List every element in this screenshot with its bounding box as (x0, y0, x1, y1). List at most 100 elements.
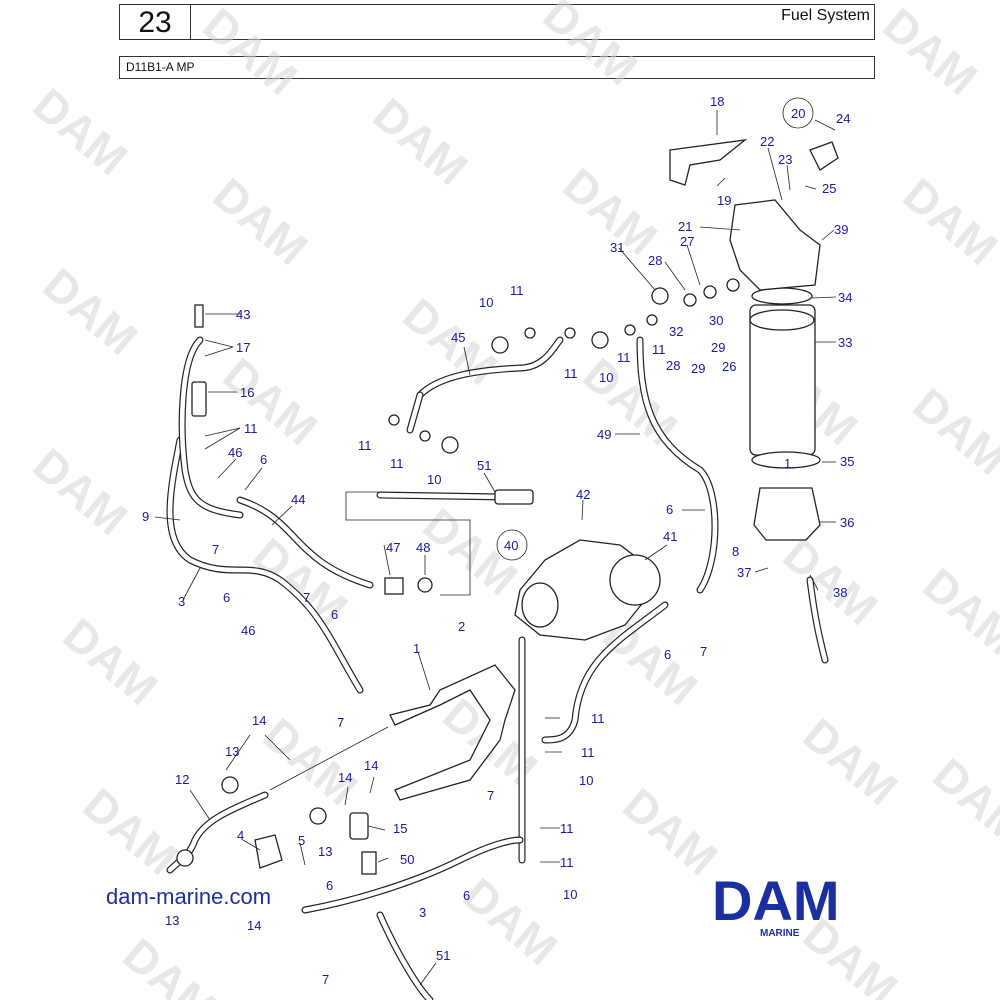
callout-label-28: 28 (648, 253, 662, 268)
callout-label-26: 26 (722, 359, 736, 374)
adapter-16 (191, 381, 207, 417)
callout-label-3: 3 (178, 594, 185, 609)
bolt-13c (176, 849, 194, 867)
callout-label-11: 11 (617, 350, 631, 365)
watermark: DAM (364, 88, 478, 195)
callout-label-17: 17 (236, 340, 250, 355)
callout-label-2: 2 (458, 619, 465, 634)
model-code: D11B1-A MP (126, 60, 195, 74)
callout-label-10: 10 (579, 773, 593, 788)
callout-label-7: 7 (322, 972, 329, 987)
callout-label-29: 29 (691, 361, 705, 376)
watermark: DAM (774, 528, 888, 635)
callout-label-44: 44 (291, 492, 305, 507)
watermark: DAM (214, 348, 328, 455)
callout-label-39: 39 (834, 222, 848, 237)
callout-label-21: 21 (678, 219, 692, 234)
watermark: DAM (24, 438, 138, 545)
callout-label-13: 13 (225, 744, 239, 759)
callout-label-25: 25 (822, 181, 836, 196)
brand-name: DAM (712, 870, 840, 932)
filter-head (729, 199, 821, 291)
watermark: DAM (114, 928, 228, 1000)
callout-label-7: 7 (337, 715, 344, 730)
callout-label-23: 23 (778, 152, 792, 167)
washer (564, 327, 576, 339)
watermark: DAM (794, 708, 908, 815)
section-title: Fuel System (781, 7, 870, 24)
callout-label-7: 7 (487, 788, 494, 803)
callout-label-20: 20 (791, 106, 805, 121)
callout-label-6: 6 (331, 607, 338, 622)
union-47 (384, 577, 404, 595)
callout-label-11: 11 (652, 342, 666, 357)
callout-label-49: 49 (597, 427, 611, 442)
callout-label-8: 8 (732, 544, 739, 559)
model-header: D11B1-A MP (119, 56, 875, 79)
callout-label-10: 10 (479, 295, 493, 310)
callout-label-47: 47 (386, 540, 400, 555)
callout-label-10: 10 (427, 472, 441, 487)
callout-label-1: 1 (413, 641, 420, 656)
callout-label-14: 14 (338, 770, 352, 785)
callout-label-24: 24 (836, 111, 850, 126)
callout-label-10: 10 (563, 887, 577, 902)
pipe-49 (636, 336, 719, 594)
watermark: DAM (534, 0, 648, 95)
watermark: DAM (34, 258, 148, 365)
tee-4 (254, 834, 283, 869)
page-number: 23 (120, 5, 191, 39)
callout-label-13: 13 (165, 913, 179, 928)
bracket-1 (389, 664, 516, 801)
watermark: DAM (904, 378, 1000, 485)
banjo-bolt-10a (491, 336, 509, 354)
brand-logo: DAM (712, 870, 840, 932)
callout-label-9: 9 (142, 509, 149, 524)
watermark: DAM (24, 78, 138, 185)
bracket-18 (669, 139, 748, 186)
nut-48 (417, 577, 433, 593)
callout-label-11: 11 (591, 711, 605, 726)
watermark: DAM (924, 748, 1000, 855)
callout-label-11: 11 (510, 283, 524, 298)
callout-label-36: 36 (840, 515, 854, 530)
cap-24 (809, 141, 839, 171)
bolt-13b (309, 807, 327, 825)
site-link[interactable]: dam-marine.com (106, 884, 272, 909)
callout-label-11: 11 (244, 421, 258, 436)
leader-lines (154, 110, 837, 986)
callout-label-1: 1 (784, 456, 791, 471)
callout-label-37: 37 (737, 565, 751, 580)
callout-label-16: 16 (240, 385, 254, 400)
callout-label-40: 40 (504, 538, 518, 553)
callout-label-33: 33 (838, 335, 852, 350)
callout-label-32: 32 (669, 324, 683, 339)
pump-flange (609, 554, 661, 606)
callout-label-14: 14 (364, 758, 378, 773)
callout-label-28: 28 (666, 358, 680, 373)
filter-bowl (753, 487, 821, 541)
callout-label-43: 43 (236, 307, 250, 322)
callout-label-27: 27 (680, 234, 694, 249)
seal-ring-35 (751, 451, 821, 469)
callout-label-11: 11 (560, 821, 574, 836)
callout-label-11: 11 (358, 438, 372, 453)
callout-label-6: 6 (463, 888, 470, 903)
watermark: DAM (874, 0, 988, 105)
watermark: DAM (614, 778, 728, 885)
fitting-51 (494, 489, 534, 505)
callout-label-42: 42 (576, 487, 590, 502)
callout-label-11: 11 (581, 745, 595, 760)
callout-label-22: 22 (760, 134, 774, 149)
watermark: DAM (204, 168, 318, 275)
filter-top (749, 309, 815, 331)
callout-label-12: 12 (175, 772, 189, 787)
callout-label-51: 51 (477, 458, 491, 473)
nipple-50 (361, 851, 377, 875)
callout-label-45: 45 (451, 330, 465, 345)
callout-label-5: 5 (298, 833, 305, 848)
washer (524, 327, 536, 339)
banjo-bolt-10b (591, 331, 609, 349)
callout-label-34: 34 (838, 290, 852, 305)
